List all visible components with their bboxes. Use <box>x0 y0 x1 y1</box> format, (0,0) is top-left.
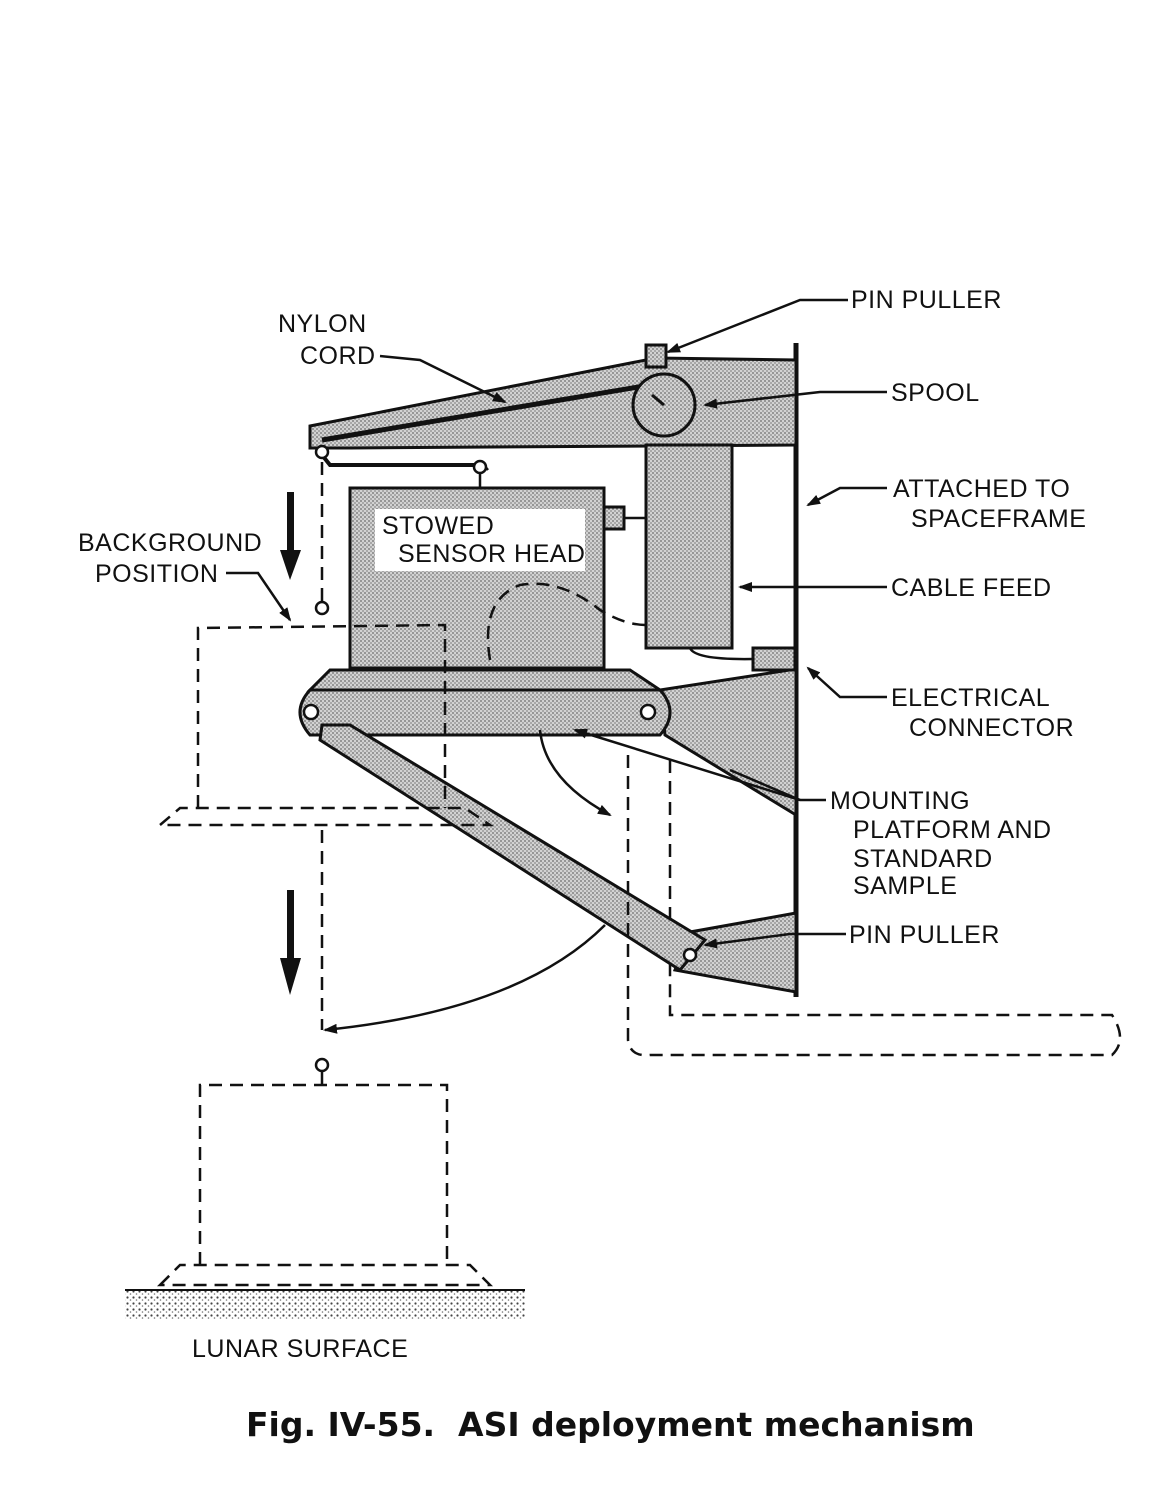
lower-bracket <box>672 911 798 994</box>
platform-bracket <box>658 667 798 818</box>
label-lunar-surface: LUNAR SURFACE <box>192 1335 408 1363</box>
label-pin-puller-top: PIN PULLER <box>851 286 1002 314</box>
label-electrical-1: ELECTRICAL <box>891 684 1050 712</box>
label-pin-puller-bottom: PIN PULLER <box>849 921 1000 949</box>
label-mounting-3: STANDARD <box>853 845 993 873</box>
down-arrow-upper <box>280 492 301 580</box>
label-electrical-2: CONNECTOR <box>909 714 1074 742</box>
label-spool: SPOOL <box>891 379 980 407</box>
label-background-1: BACKGROUND <box>78 529 262 557</box>
label-stowed-2: SENSOR HEAD <box>398 540 585 568</box>
figure-caption: Fig. IV-55. ASI deployment mechanism <box>246 1405 975 1444</box>
electrical-connector-block <box>751 646 797 672</box>
diagonal-arm <box>318 723 708 972</box>
label-mounting-1: MOUNTING <box>830 787 970 815</box>
label-background-2: POSITION <box>95 560 218 588</box>
pin-puller-top-block <box>644 343 668 369</box>
label-nylon-cord-1: NYLON <box>278 310 367 338</box>
label-stowed-1: STOWED <box>382 512 494 540</box>
background-position-outline <box>196 623 447 808</box>
rotation-arc-large <box>323 924 606 1034</box>
mounting-platform <box>298 688 672 737</box>
deployed-arm-outline <box>626 755 1122 1057</box>
cable-feed-box <box>644 443 734 650</box>
sensor-head-label-bg <box>375 509 585 571</box>
label-attached-2: SPACEFRAME <box>911 505 1086 533</box>
label-cable-feed: CABLE FEED <box>891 574 1052 602</box>
down-arrow-lower <box>280 890 301 995</box>
rotation-arc-small <box>538 729 612 817</box>
label-mounting-2: PLATFORM AND <box>853 816 1052 844</box>
label-attached-1: ATTACHED TO <box>893 475 1070 503</box>
label-nylon-cord-2: CORD <box>300 342 376 370</box>
label-mounting-4: SAMPLE <box>853 872 957 900</box>
lunar-surface-ground <box>125 1290 525 1320</box>
lunar-position-outline <box>198 1083 449 1265</box>
